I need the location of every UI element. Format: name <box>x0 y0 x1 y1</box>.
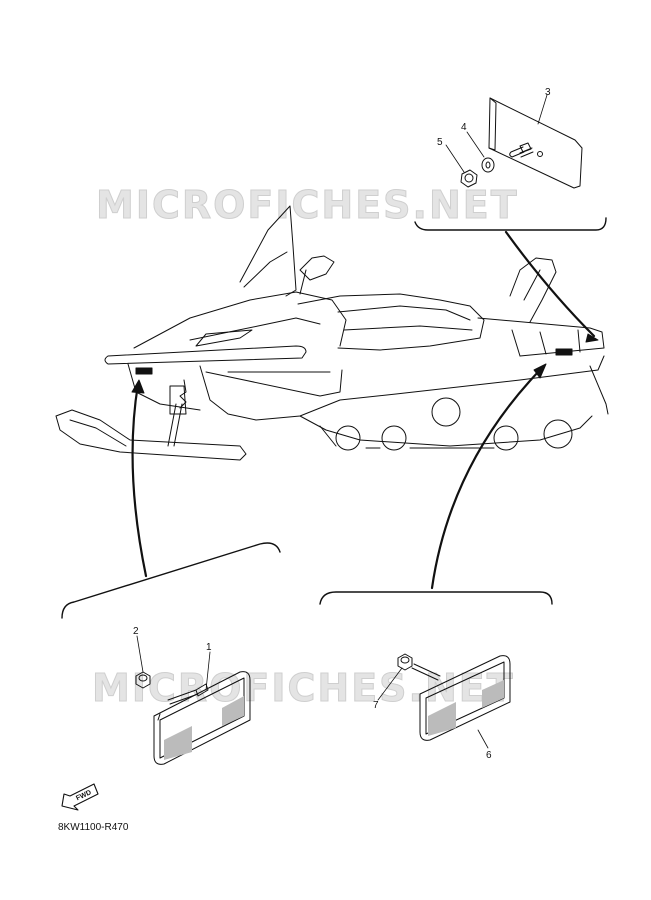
rear-detail-frame <box>414 217 607 231</box>
callout-1: 1 <box>206 642 212 653</box>
callout-6: 6 <box>486 750 492 761</box>
diagram-code: 8KW1100-R470 <box>58 822 129 833</box>
rear-pointer-line <box>430 368 542 590</box>
rear-detail-head <box>585 333 599 343</box>
front-left-bolt <box>167 683 209 705</box>
callout-2: 2 <box>133 626 139 637</box>
nut-rear[interactable] <box>460 169 478 188</box>
callout-7: 7 <box>373 700 379 711</box>
front-right-detail-frame <box>319 591 553 605</box>
snowmobile <box>55 205 609 461</box>
front-pointer-line <box>131 382 148 578</box>
fwd-label: FWD <box>75 789 92 802</box>
callout-4: 4 <box>461 122 467 133</box>
fwd-arrow-icon <box>61 783 99 811</box>
rear-reflector[interactable] <box>488 97 583 189</box>
callout-3: 3 <box>545 87 551 98</box>
rear-detail-pointer <box>504 230 596 338</box>
nut-front-left[interactable] <box>135 671 151 689</box>
callout-5: 5 <box>437 137 443 148</box>
rear-decal <box>555 348 573 356</box>
washer[interactable] <box>481 157 495 173</box>
nut-front-right[interactable] <box>397 653 413 671</box>
front-right-reflector[interactable] <box>419 655 511 741</box>
front-decal <box>135 367 153 375</box>
front-right-bolt <box>411 663 441 681</box>
front-pointer-head <box>131 379 145 394</box>
rear-pointer-head <box>533 363 547 379</box>
front-left-detail-frame <box>61 542 281 619</box>
front-left-reflector[interactable] <box>153 671 251 765</box>
